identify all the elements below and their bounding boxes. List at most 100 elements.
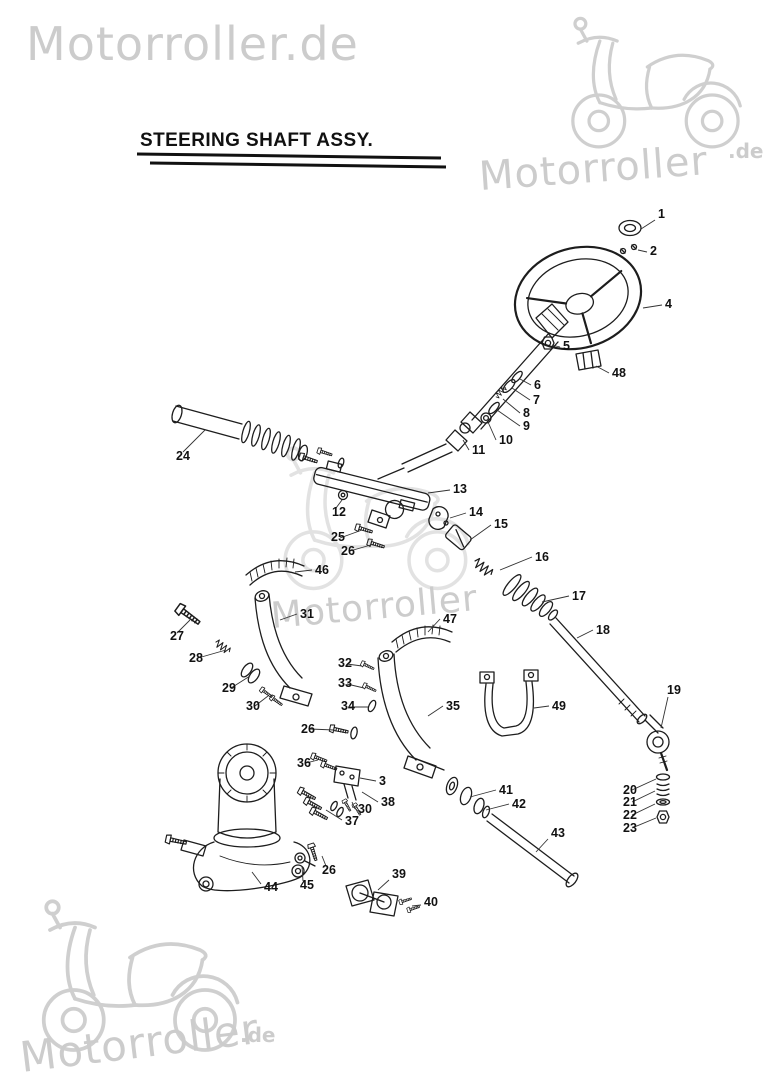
lower-bracket-hardware-drawing	[296, 751, 363, 823]
leader-line	[377, 879, 390, 891]
coupler-drawing	[575, 349, 602, 371]
leader-line	[487, 421, 497, 441]
leader-line	[182, 429, 206, 453]
part-label-5: 5	[563, 339, 570, 353]
leader-line	[535, 838, 549, 853]
leader-line	[449, 512, 467, 519]
part-label-26: 26	[322, 863, 336, 877]
part-label-30: 30	[246, 699, 260, 713]
part-label-22: 22	[623, 808, 637, 822]
leader-line	[519, 378, 532, 386]
master-cylinder-drawing	[164, 743, 321, 892]
leader-line	[631, 778, 657, 791]
leader-line	[640, 219, 656, 230]
leader-line	[339, 529, 363, 539]
part-label-35: 35	[446, 699, 460, 713]
part-label-25: 25	[331, 530, 345, 544]
part-label-21: 21	[623, 795, 637, 809]
part-label-34: 34	[341, 699, 355, 713]
leader-line	[511, 387, 531, 401]
leader-line	[335, 499, 343, 509]
leader-line	[462, 439, 470, 451]
leader-line	[660, 696, 669, 729]
leader-line	[294, 569, 313, 573]
part-label-3: 3	[379, 774, 386, 788]
tie-rod-end-drawing	[644, 714, 670, 772]
leader-line	[551, 344, 561, 348]
leader-line	[411, 904, 422, 907]
leader-line	[541, 595, 570, 603]
leader-line	[309, 728, 335, 731]
leader-line	[469, 524, 492, 541]
leader-line	[254, 695, 269, 707]
scooter-logo-icon	[571, 16, 742, 149]
part-label-29: 29	[222, 681, 236, 695]
part-label-32: 32	[338, 656, 352, 670]
horn-screws-drawing	[619, 243, 638, 255]
watermark-text-top: Motorroller.de	[26, 17, 359, 71]
watermark-de-bottom: .de	[240, 1023, 275, 1047]
part-label-10: 10	[499, 433, 513, 447]
horn-button-drawing	[618, 219, 642, 237]
tie-rod-drawing	[549, 617, 648, 725]
part-label-33: 33	[338, 676, 352, 690]
universal-joint-drawing	[377, 411, 483, 480]
leader-line	[325, 809, 343, 821]
leader-line	[469, 789, 497, 798]
leader-line	[361, 791, 379, 803]
part-label-48: 48	[612, 366, 626, 380]
part-label-49: 49	[552, 699, 566, 713]
part-label-26: 26	[341, 544, 355, 558]
exploded-diagram	[164, 219, 671, 917]
part-label-44: 44	[264, 880, 278, 894]
leader-line	[427, 618, 441, 633]
part-label-2: 2	[650, 244, 657, 258]
column-washer-stack-drawing	[480, 370, 523, 424]
part-label-40: 40	[424, 895, 438, 909]
leader-line	[631, 817, 657, 829]
leader-line	[637, 249, 648, 253]
scooter-logo-icon	[283, 446, 470, 591]
part-label-27: 27	[170, 629, 184, 643]
rack-housing-drawing	[297, 446, 431, 551]
link-rod-drawing	[486, 813, 579, 888]
part-label-28: 28	[189, 651, 203, 665]
leader-line	[351, 801, 356, 810]
part-label-45: 45	[300, 878, 314, 892]
part-label-8: 8	[523, 406, 530, 420]
leader-line	[359, 777, 377, 782]
part-label-11: 11	[472, 443, 485, 457]
leader-line	[496, 409, 521, 427]
middle-mount-hardware-drawing	[328, 659, 378, 740]
part-label-14: 14	[469, 505, 483, 519]
watermark-de-upper-right: .de	[728, 139, 763, 163]
leader-line	[305, 759, 319, 764]
title-block: STEERING SHAFT ASSY.	[136, 130, 447, 169]
part-label-4: 4	[665, 297, 672, 311]
part-label-31: 31	[300, 607, 314, 621]
part-label-30: 30	[358, 802, 372, 816]
part-label-41: 41	[499, 783, 513, 797]
part-label-19: 19	[667, 683, 681, 697]
part-label-39: 39	[392, 867, 406, 881]
part-label-13: 13	[453, 482, 467, 496]
leader-line	[251, 871, 262, 885]
leader-line	[427, 489, 451, 494]
leader-line	[499, 556, 533, 571]
leader-line	[346, 663, 363, 667]
middle-bracket-drawing	[377, 624, 453, 779]
part-label-37: 37	[345, 814, 359, 828]
tie-rod-bellows-drawing	[502, 574, 559, 621]
part-label-17: 17	[572, 589, 586, 603]
part-label-1: 1	[658, 207, 665, 221]
part-label-24: 24	[176, 449, 190, 463]
leader-line	[533, 705, 550, 709]
watermark-text-upper-right: Motorroller	[477, 138, 709, 200]
leader-line	[642, 304, 663, 309]
left-bracket-drawing	[245, 557, 313, 707]
steering-column-drawing	[471, 303, 569, 430]
part-label-26: 26	[301, 722, 315, 736]
